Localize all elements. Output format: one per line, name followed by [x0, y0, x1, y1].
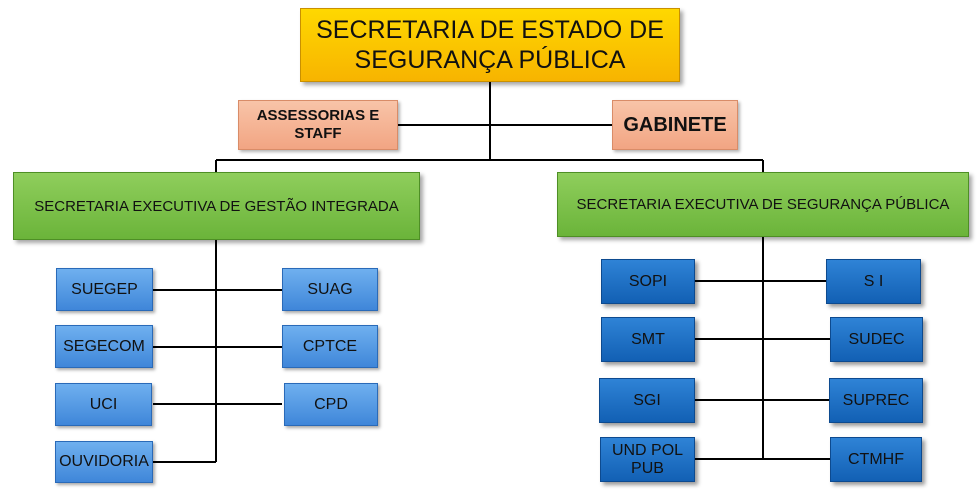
- unit-cpd: CPD: [284, 383, 378, 426]
- unit-ctmhf: CTMHF: [830, 437, 922, 482]
- unit-uci: UCI: [55, 383, 152, 426]
- unit-segecom: SEGECOM: [55, 325, 153, 368]
- unit-label: SEGECOM: [63, 337, 145, 355]
- gabinete-box: GABINETE: [612, 100, 738, 150]
- exec-gestao-integrada-label: SECRETARIA EXECUTIVA DE GESTÃO INTEGRADA: [34, 197, 399, 215]
- unit-suprec: SUPREC: [829, 378, 923, 423]
- unit-sopi: SOPI: [601, 259, 695, 304]
- exec-seguranca-publica-label: SECRETARIA EXECUTIVA DE SEGURANÇA PÚBLIC…: [576, 196, 950, 213]
- unit-label: UCI: [89, 395, 118, 413]
- unit-label: SUDEC: [848, 330, 905, 348]
- exec-seguranca-publica-box: SECRETARIA EXECUTIVA DE SEGURANÇA PÚBLIC…: [557, 172, 969, 237]
- unit-label: SMT: [631, 330, 665, 348]
- unit-label-line2: PUB: [631, 459, 664, 477]
- secretaria-estado-line1: SECRETARIA DE ESTADO DE: [316, 16, 664, 44]
- assessorias-line1: ASSESSORIAS E: [256, 107, 380, 124]
- unit-label: SUAG: [307, 280, 353, 298]
- gabinete-label: GABINETE: [623, 113, 727, 136]
- unit-label-line1: UND POL: [611, 441, 684, 459]
- unit-label: CPTCE: [302, 337, 358, 355]
- unit-label: CTMHF: [848, 450, 904, 468]
- unit-cptce: CPTCE: [282, 325, 378, 368]
- unit-suegep: SUEGEP: [56, 268, 153, 311]
- exec-gestao-integrada-box: SECRETARIA EXECUTIVA DE GESTÃO INTEGRADA: [13, 172, 420, 240]
- unit-si: S I: [826, 259, 921, 304]
- secretaria-estado-box: SECRETARIA DE ESTADO DE SEGURANÇA PÚBLIC…: [300, 8, 680, 82]
- unit-ouvidoria: OUVIDORIA: [55, 441, 153, 483]
- unit-sudec: SUDEC: [830, 317, 923, 362]
- unit-suag: SUAG: [282, 268, 378, 311]
- unit-und-pol-pub: UND POL PUB: [600, 437, 695, 482]
- unit-smt: SMT: [601, 317, 695, 362]
- unit-label: SUEGEP: [71, 280, 138, 298]
- assessorias-staff-box: ASSESSORIAS E STAFF: [238, 100, 398, 150]
- assessorias-line2: STAFF: [294, 125, 342, 142]
- unit-label: SGI: [633, 391, 661, 409]
- unit-sgi: SGI: [599, 378, 695, 423]
- unit-label: SOPI: [628, 272, 668, 290]
- unit-label: OUVIDORIA: [59, 453, 149, 470]
- unit-label: S I: [863, 272, 884, 290]
- secretaria-estado-line2: SEGURANÇA PÚBLICA: [354, 46, 626, 74]
- unit-label: SUPREC: [842, 391, 910, 409]
- unit-label: CPD: [314, 395, 348, 413]
